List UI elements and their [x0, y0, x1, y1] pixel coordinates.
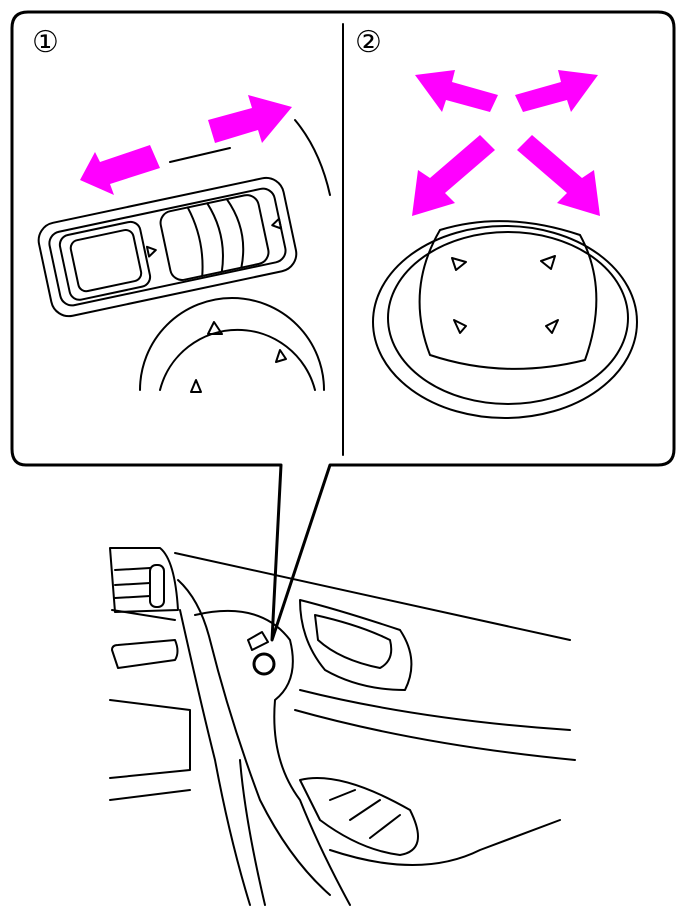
direction-arrow-icon [80, 145, 160, 195]
pad-outer-ring [372, 225, 638, 419]
door-illustration [109, 547, 576, 906]
switch-housing-outer [37, 176, 298, 318]
direction-arrow-icon [415, 70, 498, 112]
panel-1-label: ① [32, 25, 59, 60]
callout-frame [10, 10, 676, 642]
mirror-switch [247, 631, 269, 651]
armrest-edge [177, 579, 331, 896]
panel-2-pad [372, 70, 638, 419]
window-switch-panel [299, 777, 419, 856]
door-handle-recess [299, 599, 413, 691]
fold-button-inner [69, 229, 143, 293]
direction-arrow-icon [412, 135, 495, 216]
dash-slot [111, 609, 179, 669]
dial-outer [139, 297, 325, 391]
mirror-dial [252, 652, 276, 676]
triangle-marker-icon [145, 217, 283, 258]
dial-inner [159, 328, 316, 391]
direction-arrow-icon [208, 95, 292, 143]
pad-button [418, 220, 598, 370]
direction-arrow-icon [517, 135, 600, 216]
air-vent [109, 547, 179, 613]
triangle-marker-icon [451, 255, 559, 334]
fold-button-outer [58, 220, 152, 301]
direction-arrow-icon [515, 70, 598, 112]
triangle-marker-icon [190, 321, 287, 393]
panel-2-label: ② [355, 25, 382, 60]
panel-1-switch [37, 95, 331, 393]
pad-inner-ring [387, 231, 629, 405]
switch-housing-inner [48, 187, 287, 307]
